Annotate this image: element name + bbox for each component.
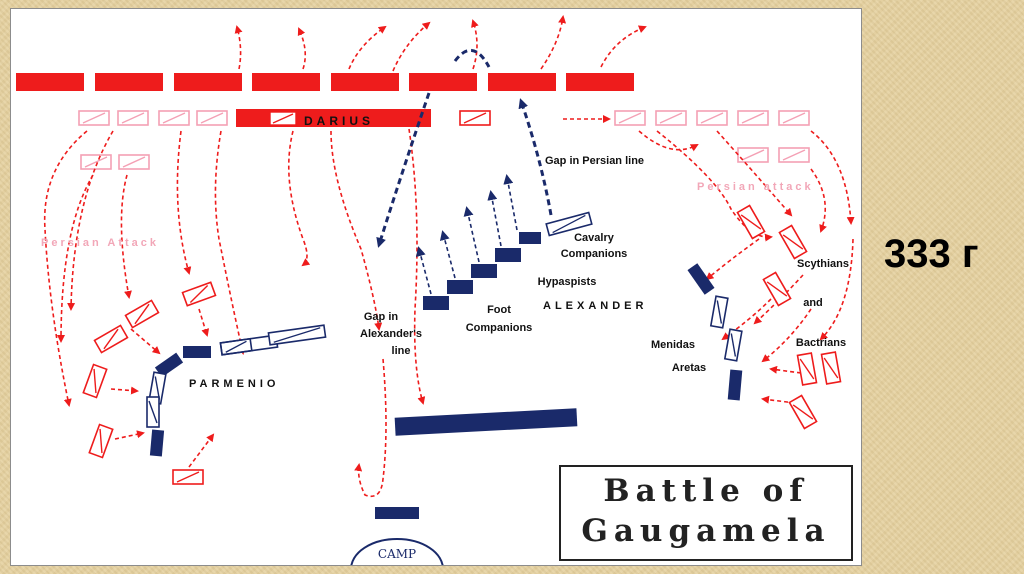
title-line-2: Gaugamela bbox=[581, 513, 831, 549]
scythians-label: Scythians bbox=[797, 258, 849, 270]
persian-advance-arrows bbox=[234, 15, 647, 72]
cavalry-charge-arrow bbox=[518, 98, 553, 216]
and-label: and bbox=[803, 297, 823, 309]
persian-unit bbox=[16, 73, 84, 91]
persian-right-attack-arrows bbox=[638, 130, 855, 404]
hypaspists-label: Hypaspists bbox=[538, 276, 597, 288]
cavalry-companions-label: Companions bbox=[561, 248, 628, 260]
menidas-label: Menidas bbox=[651, 339, 695, 351]
camp-outline bbox=[350, 538, 444, 565]
battle-map: DARIUS Persian Attack Persian attack bbox=[10, 8, 862, 566]
macedonian-right-wing bbox=[687, 263, 743, 401]
alexander-formation bbox=[423, 211, 593, 310]
foot-companions-label: Foot bbox=[487, 304, 511, 316]
gap-alexander-label: Gap in bbox=[364, 311, 399, 323]
persian-unit bbox=[331, 73, 399, 91]
persian-unit bbox=[566, 73, 634, 91]
persian-left-attack-arrows bbox=[43, 128, 426, 407]
persian-right-wing-units bbox=[736, 204, 842, 430]
cavalry-companions-label: Cavalry bbox=[574, 232, 615, 244]
parmenio-wing bbox=[146, 324, 327, 457]
persian-attack-left-label: Persian Attack bbox=[41, 237, 159, 249]
persian-second-line bbox=[78, 109, 810, 170]
persian-unit bbox=[174, 73, 242, 91]
persian-unit bbox=[95, 73, 163, 91]
camp-label: CAMP bbox=[378, 547, 416, 561]
alexander-label: ALEXANDER bbox=[543, 300, 647, 312]
darius-loop-arrow bbox=[453, 49, 491, 68]
year-label: 333 г bbox=[884, 232, 979, 276]
macedonian-rear-line bbox=[394, 408, 578, 436]
foot-companions-label: Companions bbox=[466, 322, 533, 334]
darius-label: DARIUS bbox=[304, 114, 374, 128]
persian-unit bbox=[252, 73, 320, 91]
persian-left-small-arrows bbox=[110, 308, 215, 468]
parmenio-label: PARMENIO bbox=[189, 378, 279, 390]
persian-unit bbox=[488, 73, 556, 91]
persian-breakthrough-arrow bbox=[376, 92, 431, 248]
alexander-advance-arrows bbox=[415, 174, 518, 295]
persian-front-line bbox=[16, 73, 634, 91]
persian-unit bbox=[409, 73, 477, 91]
bactrians-label: Bactrians bbox=[796, 337, 846, 349]
battle-map-svg: DARIUS Persian Attack Persian attack bbox=[16, 15, 855, 565]
title-box: Battle of Gaugamela bbox=[559, 465, 853, 561]
gap-alexander-label: Alexander's bbox=[360, 328, 422, 340]
gap-alexander-label: line bbox=[392, 345, 411, 357]
aretas-label: Aretas bbox=[672, 362, 706, 374]
persian-attack-right-label: Persian attack bbox=[697, 181, 814, 193]
camp-raid-arrow bbox=[354, 358, 387, 498]
title-line-1: Battle of bbox=[603, 473, 809, 509]
gap-persian-line-label: Gap in Persian line bbox=[545, 155, 644, 167]
camp-guard-unit bbox=[375, 507, 419, 519]
